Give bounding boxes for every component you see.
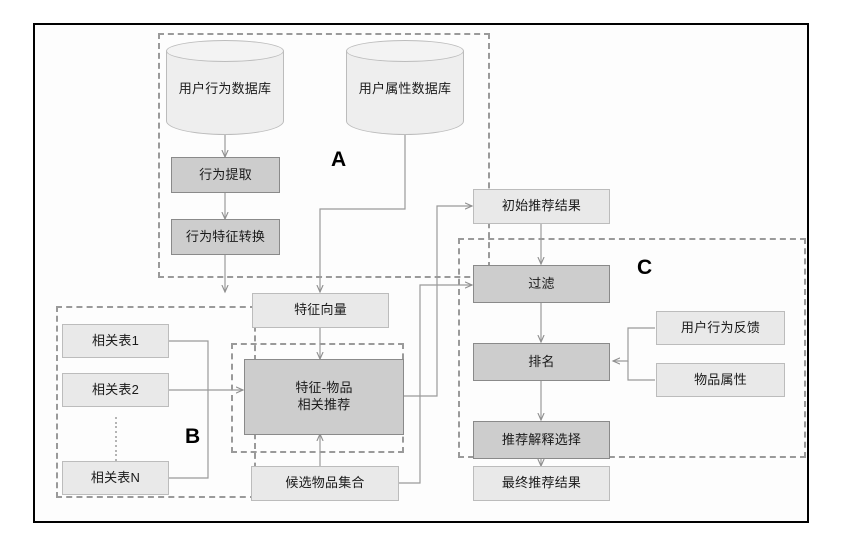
group-b-label: B [185,425,201,448]
user-behavior-db-label: 用户行为数据库 [178,81,272,96]
user-attribute-db-label: 用户属性数据库 [358,81,452,96]
node-initial-recommend-result[interactable]: 初始推荐结果 [473,189,610,224]
node-behavior-feature-transform[interactable]: 行为特征转换 [171,219,280,255]
group-a-label: A [331,148,347,171]
node-behavior-extraction[interactable]: 行为提取 [171,157,280,193]
node-user-behavior-feedback[interactable]: 用户行为反馈 [656,311,785,345]
node-related-table-2[interactable]: 相关表2 [62,373,169,407]
user-behavior-db[interactable]: 用户行为数据库 [166,40,284,135]
user-attribute-db[interactable]: 用户属性数据库 [346,40,464,135]
node-ranking[interactable]: 排名 [473,343,610,381]
related-tables-ellipsis [114,417,117,461]
node-related-table-1[interactable]: 相关表1 [62,324,169,358]
cylinder-body [166,51,284,135]
node-filter[interactable]: 过滤 [473,265,610,303]
group-c-label: C [637,256,653,279]
node-feature-item-recommend[interactable]: 特征-物品 相关推荐 [244,359,404,435]
node-related-table-n[interactable]: 相关表N [62,461,169,495]
node-final-recommend-result[interactable]: 最终推荐结果 [473,466,610,501]
node-recommend-explain-select[interactable]: 推荐解释选择 [473,421,610,459]
cylinder-top [166,40,284,62]
node-candidate-item-set[interactable]: 候选物品集合 [251,466,399,501]
cylinder-body [346,51,464,135]
node-feature-vector[interactable]: 特征向量 [252,293,389,328]
node-item-attribute[interactable]: 物品属性 [656,363,785,397]
cylinder-top [346,40,464,62]
